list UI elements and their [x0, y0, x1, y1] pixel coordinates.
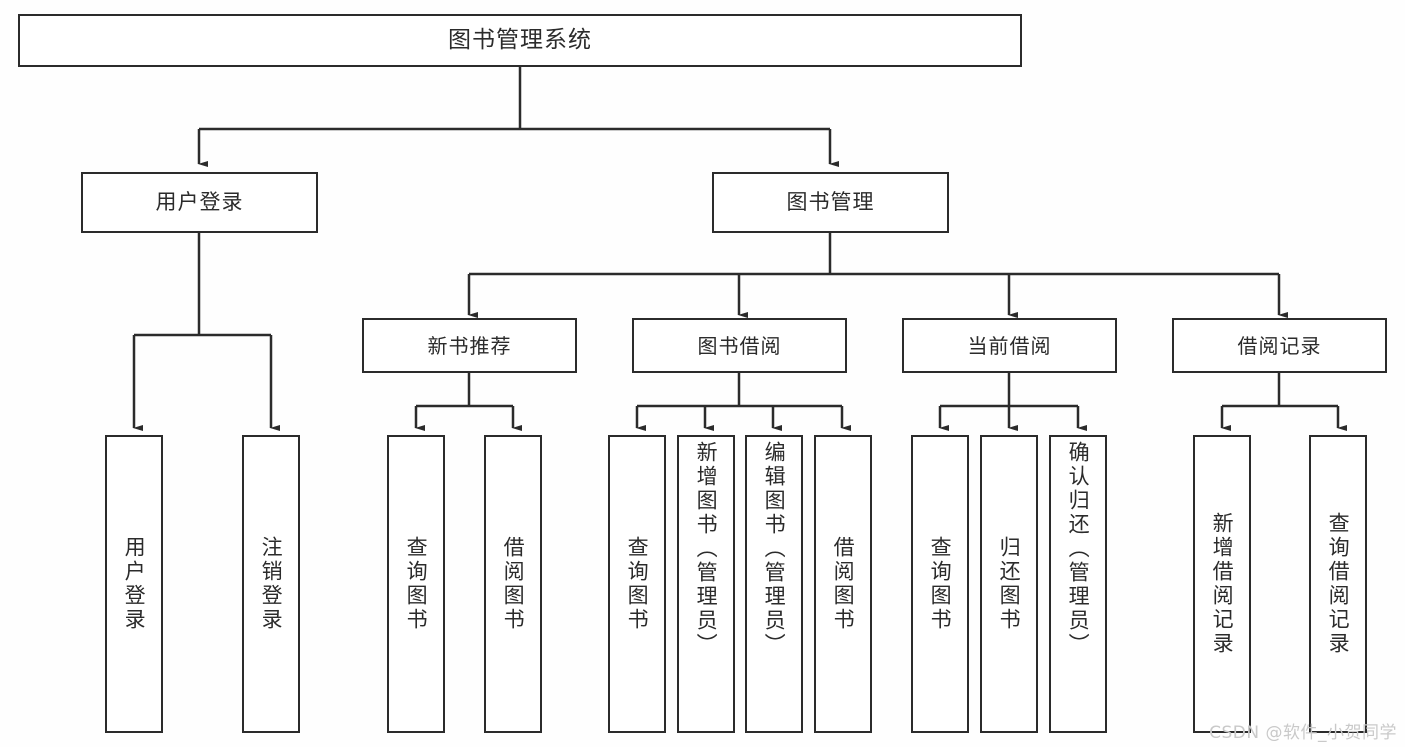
node-book-borrow-label: 图书借阅 — [697, 333, 782, 358]
leaf-borrow-book[interactable]: 借阅图书 — [814, 435, 872, 733]
leaf-logout[interactable]: 注销登录 — [242, 435, 300, 733]
leaf-query-book-current[interactable]: 查询图书 — [911, 435, 969, 733]
leaf-logout-label: 注销登录 — [259, 536, 284, 632]
leaf-add-book[interactable]: 新增图书（管理员） — [677, 435, 735, 733]
leaf-return-book-label: 归还图书 — [997, 536, 1022, 632]
leaf-user-login-label: 用户登录 — [122, 536, 147, 632]
leaf-add-borrow-record-label: 新增借阅记录 — [1210, 512, 1235, 656]
leaf-add-book-label: 新增图书（管理员） — [694, 441, 719, 657]
node-book-manage-label: 图书管理 — [786, 189, 875, 214]
leaf-query-book-recommend[interactable]: 查询图书 — [387, 435, 445, 733]
leaf-return-book[interactable]: 归还图书 — [980, 435, 1038, 733]
node-borrow-record[interactable]: 借阅记录 — [1172, 318, 1387, 373]
node-current-borrow[interactable]: 当前借阅 — [902, 318, 1117, 373]
node-root-system-label: 图书管理系统 — [448, 26, 592, 53]
leaf-query-book-current-label: 查询图书 — [928, 536, 953, 632]
leaf-borrow-book-recommend[interactable]: 借阅图书 — [484, 435, 542, 733]
leaf-edit-book[interactable]: 编辑图书（管理员） — [745, 435, 803, 733]
leaf-query-book-recommend-label: 查询图书 — [404, 536, 429, 632]
leaf-query-borrow-record[interactable]: 查询借阅记录 — [1309, 435, 1367, 733]
leaf-edit-book-label: 编辑图书（管理员） — [762, 441, 787, 657]
node-new-book-recommend-label: 新书推荐 — [427, 333, 512, 358]
node-book-manage[interactable]: 图书管理 — [712, 172, 949, 233]
node-user-login[interactable]: 用户登录 — [81, 172, 318, 233]
leaf-query-book-borrow[interactable]: 查询图书 — [608, 435, 666, 733]
node-current-borrow-label: 当前借阅 — [967, 333, 1052, 358]
leaf-borrow-book-recommend-label: 借阅图书 — [501, 536, 526, 632]
node-book-borrow[interactable]: 图书借阅 — [632, 318, 847, 373]
leaf-add-borrow-record[interactable]: 新增借阅记录 — [1193, 435, 1251, 733]
leaf-confirm-return[interactable]: 确认归还（管理员） — [1049, 435, 1107, 733]
node-new-book-recommend[interactable]: 新书推荐 — [362, 318, 577, 373]
node-user-login-label: 用户登录 — [155, 189, 244, 214]
leaf-borrow-book-label: 借阅图书 — [831, 536, 856, 632]
csdn-watermark: CSDN @软件_小贺同学 — [1209, 723, 1397, 743]
node-borrow-record-label: 借阅记录 — [1237, 333, 1322, 358]
leaf-query-book-borrow-label: 查询图书 — [625, 536, 650, 632]
leaf-query-borrow-record-label: 查询借阅记录 — [1326, 512, 1351, 656]
leaf-user-login[interactable]: 用户登录 — [105, 435, 163, 733]
leaf-confirm-return-label: 确认归还（管理员） — [1066, 441, 1091, 657]
node-root-system[interactable]: 图书管理系统 — [18, 14, 1022, 67]
